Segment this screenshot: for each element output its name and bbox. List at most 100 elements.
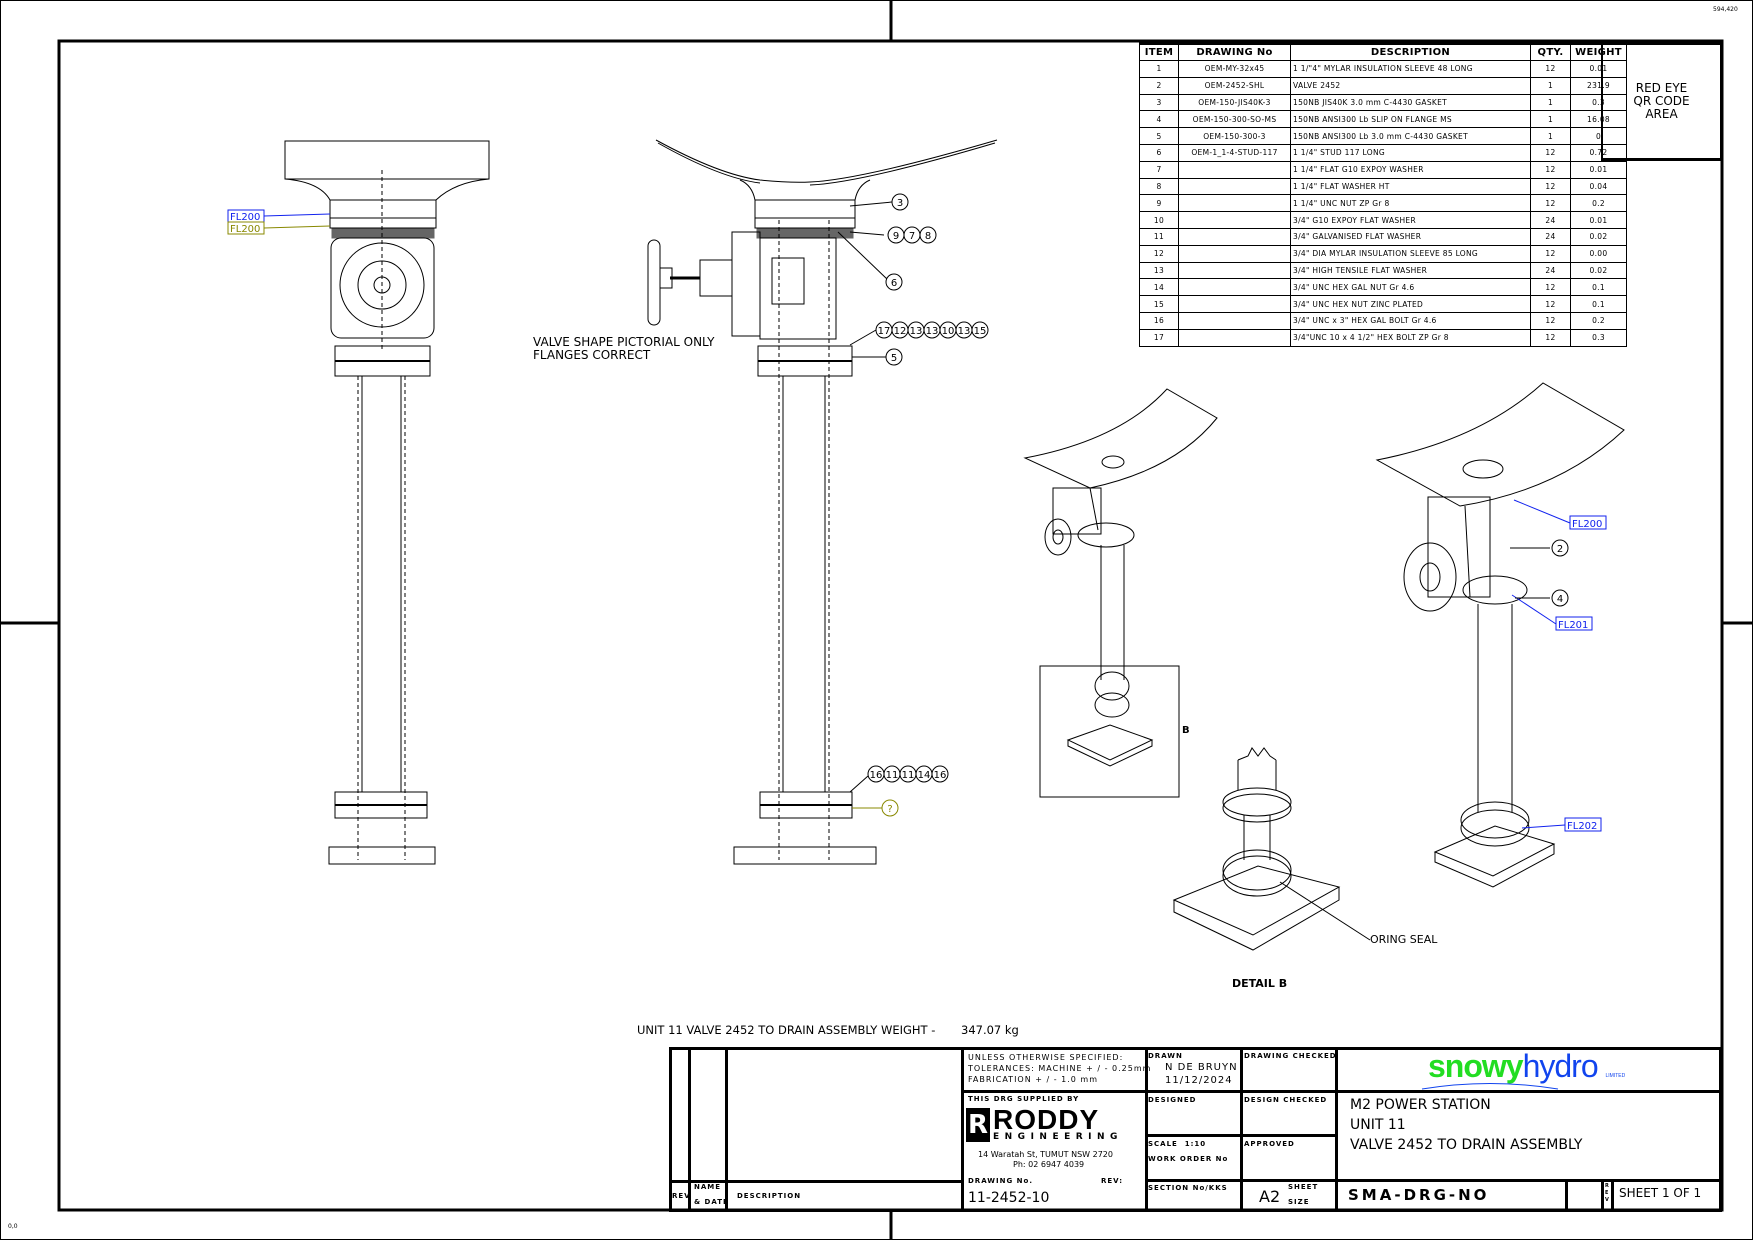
bom-cell-item: 7 xyxy=(1139,160,1179,179)
balloon-circle xyxy=(931,765,949,783)
balloon-number: 16 xyxy=(934,770,947,781)
drawn-date: 11/12/2024 xyxy=(1165,1075,1233,1086)
company-name: RODDY xyxy=(993,1104,1100,1135)
drawing-checked-label: DRAWING CHECKED xyxy=(1244,1052,1337,1060)
work-order-label: WORK ORDER No xyxy=(1148,1155,1229,1163)
bom-cell-item: 6 xyxy=(1139,143,1179,162)
bom-cell-drawing-no xyxy=(1178,211,1291,229)
bom-cell-item: 2 xyxy=(1139,76,1179,95)
drawn-label: DRAWN xyxy=(1148,1052,1183,1060)
bom-cell-item: 13 xyxy=(1139,261,1179,280)
drawing-title: M2 POWER STATION UNIT 11 VALVE 2452 TO D… xyxy=(1350,1095,1582,1155)
bom-cell-qty: 12 xyxy=(1530,60,1571,78)
drawn-by: N DE BRUYN xyxy=(1165,1062,1238,1073)
sheet-size: A2 xyxy=(1259,1187,1281,1206)
balloon-number: 8 xyxy=(925,231,931,242)
balloon-number: 2 xyxy=(1557,544,1563,555)
balloon-number: 9 xyxy=(893,231,899,242)
bom-cell-item: 10 xyxy=(1139,211,1179,229)
bom-cell-qty: 24 xyxy=(1530,211,1571,229)
balloon-circle xyxy=(891,193,909,211)
tolerance-notes: UNLESS OTHERWISE SPECIFIED: TOLERANCES: … xyxy=(968,1052,1151,1085)
fl201-tag: FL201 xyxy=(1558,620,1588,631)
bom-cell-description: 1 1/4" FLAT WASHER HT xyxy=(1290,177,1531,196)
assembly-weight-value: 347.07 kg xyxy=(961,1023,1019,1037)
balloon-circle xyxy=(881,799,899,817)
drawing-number: 11-2452-10 xyxy=(968,1190,1050,1206)
title-line2: UNIT 11 xyxy=(1350,1117,1406,1133)
balloon-number: 6 xyxy=(891,278,897,289)
balloon-circle xyxy=(885,348,903,366)
bom-cell-drawing-no xyxy=(1178,227,1291,246)
bom-cell-drawing-no xyxy=(1178,261,1291,280)
bom-cell-drawing-no xyxy=(1178,311,1291,330)
bom-cell-drawing-no xyxy=(1178,244,1291,263)
roddy-logo: R RODDY ENGINEERING xyxy=(966,1104,1123,1142)
bom-cell-drawing-no: OEM-1_1-4-STUD-117 xyxy=(1178,143,1291,162)
bom-cell-item: 4 xyxy=(1139,110,1179,129)
name-column-label: NAME xyxy=(694,1183,722,1191)
corner-coord-top: 594,420 xyxy=(1713,6,1738,13)
rev-column-label: REV xyxy=(672,1192,691,1200)
bom-cell-description: 3/4" UNC x 3" HEX GAL BOLT Gr 4.6 xyxy=(1290,311,1531,330)
designed-label: DESIGNED xyxy=(1148,1096,1197,1104)
bom-cell-description: 3/4" HIGH TENSILE FLAT WASHER xyxy=(1290,261,1531,280)
balloon-circle xyxy=(971,321,989,339)
balloon-number: 17 xyxy=(878,326,891,337)
bom-cell-description: 1 1/"4" MYLAR INSULATION SLEEVE 48 LONG xyxy=(1290,60,1531,78)
title-line3: VALVE 2452 TO DRAIN ASSEMBLY xyxy=(1350,1137,1583,1153)
bom-cell-description: 1 1/4" FLAT G10 EXPOY WASHER xyxy=(1290,160,1531,179)
section-kks-label: SECTION No/KKS xyxy=(1148,1184,1228,1192)
balloon-number: 10 xyxy=(942,326,955,337)
bom-cell-drawing-no xyxy=(1178,160,1291,179)
bom-cell-weight: 0.04 xyxy=(1570,177,1627,196)
sheet-number: SHEET 1 OF 1 xyxy=(1619,1186,1702,1200)
bom-cell-description: 150NB JIS40K 3.0 mm C-4430 GASKET xyxy=(1290,93,1531,112)
drawing-no-label: DRAWING No. xyxy=(968,1177,1033,1185)
fl202-tag: FL202 xyxy=(1567,821,1597,832)
bom-cell-description: 3/4" GALVANISED FLAT WASHER xyxy=(1290,227,1531,246)
side-view: VALVE SHAPE PICTORIAL ONLY FLANGES CORRE… xyxy=(533,139,998,865)
balloon-number: 11 xyxy=(902,770,915,781)
bom-cell-description: 150NB ANSI300 Lb SLIP ON FLANGE MS xyxy=(1290,110,1531,129)
front-view: FL200 FL200 xyxy=(227,140,490,865)
description-column-label: DESCRIPTION xyxy=(737,1192,802,1200)
rev-field-label: REV: xyxy=(1101,1177,1124,1185)
bom-cell-item: 3 xyxy=(1139,93,1179,112)
bom-cell-qty: 1 xyxy=(1530,110,1571,129)
logo-snowy: snowy xyxy=(1428,1048,1524,1084)
balloon-circle xyxy=(919,226,937,244)
bom-cell-qty: 12 xyxy=(1530,311,1571,330)
bom-header-description: DESCRIPTION xyxy=(1290,42,1531,61)
tolerance-line1: UNLESS OTHERWISE SPECIFIED: xyxy=(968,1053,1124,1062)
qr-line2: QR CODE xyxy=(1633,94,1690,108)
bom-cell-description: 3/4" G10 EXPOY FLAT WASHER xyxy=(1290,211,1531,229)
qr-line1: RED EYE xyxy=(1635,81,1688,95)
balloon-number: 4 xyxy=(1557,594,1563,605)
rev-vertical-label: REV xyxy=(1605,1183,1610,1203)
iso-view-right: FL200 FL201 FL202 xyxy=(1375,382,1625,888)
bom-cell-weight: 0.00 xyxy=(1570,244,1627,263)
corner-coord-bottom: 0,0 xyxy=(8,1223,18,1230)
bom-cell-drawing-no: OEM-2452-SHL xyxy=(1178,76,1291,95)
bom-cell-description: 3/4" DIA MYLAR INSULATION SLEEVE 85 LONG xyxy=(1290,244,1531,263)
bom-cell-item: 17 xyxy=(1139,328,1179,347)
balloon-number: 13 xyxy=(958,326,971,337)
iso-view-left: B xyxy=(1023,388,1218,798)
bom-cell-item: 14 xyxy=(1139,278,1179,297)
bom-header-item: ITEM xyxy=(1139,42,1179,61)
